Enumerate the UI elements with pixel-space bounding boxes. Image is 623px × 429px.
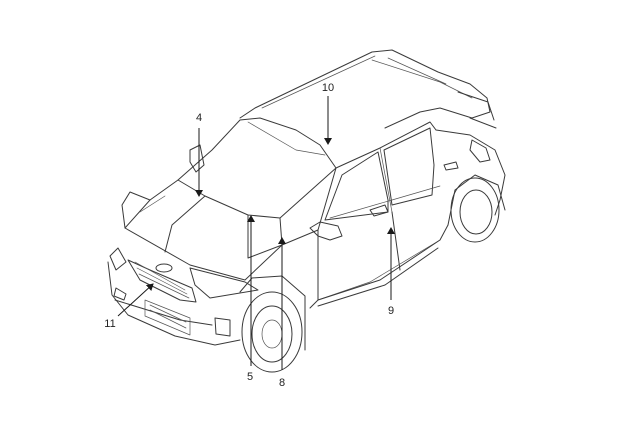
- callout-9: 9: [387, 227, 395, 317]
- car-body: [107, 49, 506, 373]
- label-10: 10: [322, 82, 334, 94]
- label-5: 5: [247, 371, 253, 383]
- callout-11: 11: [104, 283, 154, 330]
- label-4: 4: [196, 112, 202, 124]
- label-8: 8: [279, 377, 285, 389]
- callout-10: 10: [322, 82, 334, 145]
- callout-8: 8: [278, 237, 286, 389]
- callout-4: 4: [195, 112, 203, 197]
- label-11: 11: [104, 318, 115, 330]
- label-9: 9: [388, 305, 394, 317]
- callout-5: 5: [247, 215, 255, 383]
